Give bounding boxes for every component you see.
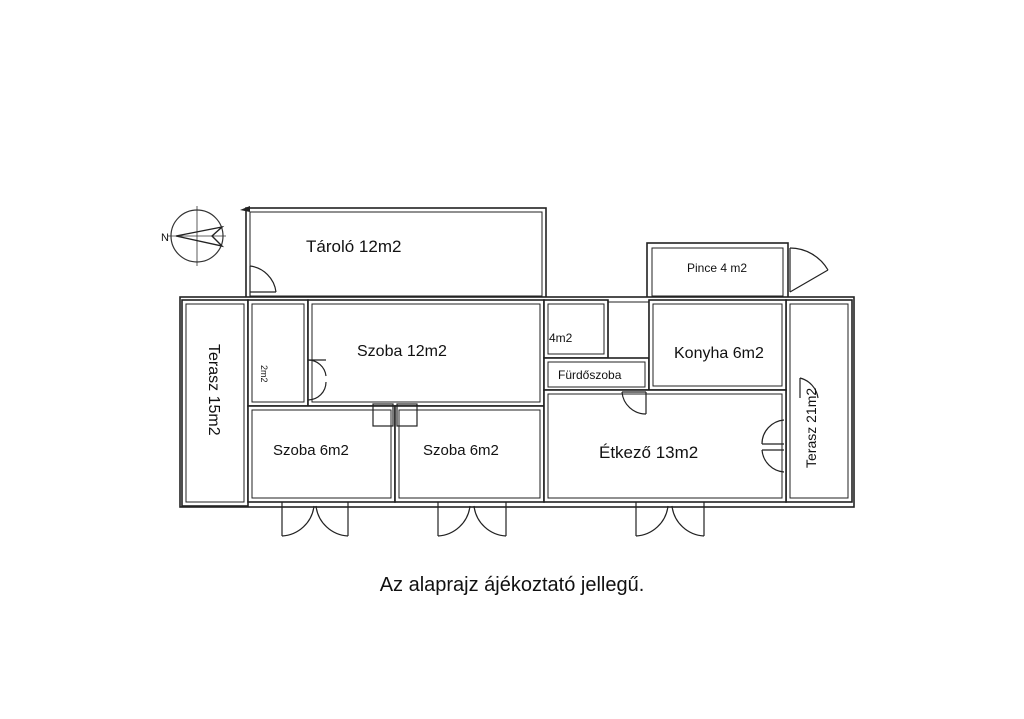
exterior-door-2 — [437, 502, 507, 537]
label-etkezo: Étkező 13m2 — [599, 443, 698, 462]
door-tarolo — [249, 265, 277, 296]
label-4m2: 4m2 — [549, 331, 573, 345]
door-szoba-6-right — [396, 403, 418, 427]
label-konyha: Konyha 6m2 — [674, 345, 764, 362]
door-furdoszoba — [621, 391, 647, 415]
label-szoba-6-right: Szoba 6m2 — [423, 442, 499, 459]
label-2m2: 2m2 — [259, 365, 269, 383]
label-furdoszoba: Fürdőszoba — [558, 368, 622, 382]
door-szoba-6-left — [372, 403, 394, 427]
label-szoba-12: Szoba 12m2 — [357, 343, 447, 360]
label-szoba-6-left: Szoba 6m2 — [273, 442, 349, 459]
compass-north-label: N — [161, 232, 169, 244]
exterior-door-3 — [635, 502, 705, 537]
label-pince: Pince 4 m2 — [687, 261, 747, 275]
compass-icon: N — [161, 206, 226, 266]
door-etkezo-double — [761, 419, 785, 473]
door-2m2 — [307, 359, 327, 401]
exterior-door-1 — [281, 502, 349, 537]
label-terasz-21: Terasz 21m2 — [803, 388, 819, 468]
label-terasz-15: Terasz 15m2 — [205, 344, 222, 436]
label-tarolo: Tároló 12m2 — [306, 237, 401, 256]
door-pince — [789, 247, 829, 293]
door-terasz-21 — [799, 377, 819, 399]
plan-note: Az alaprajz ájékoztató jellegű. — [379, 574, 645, 596]
